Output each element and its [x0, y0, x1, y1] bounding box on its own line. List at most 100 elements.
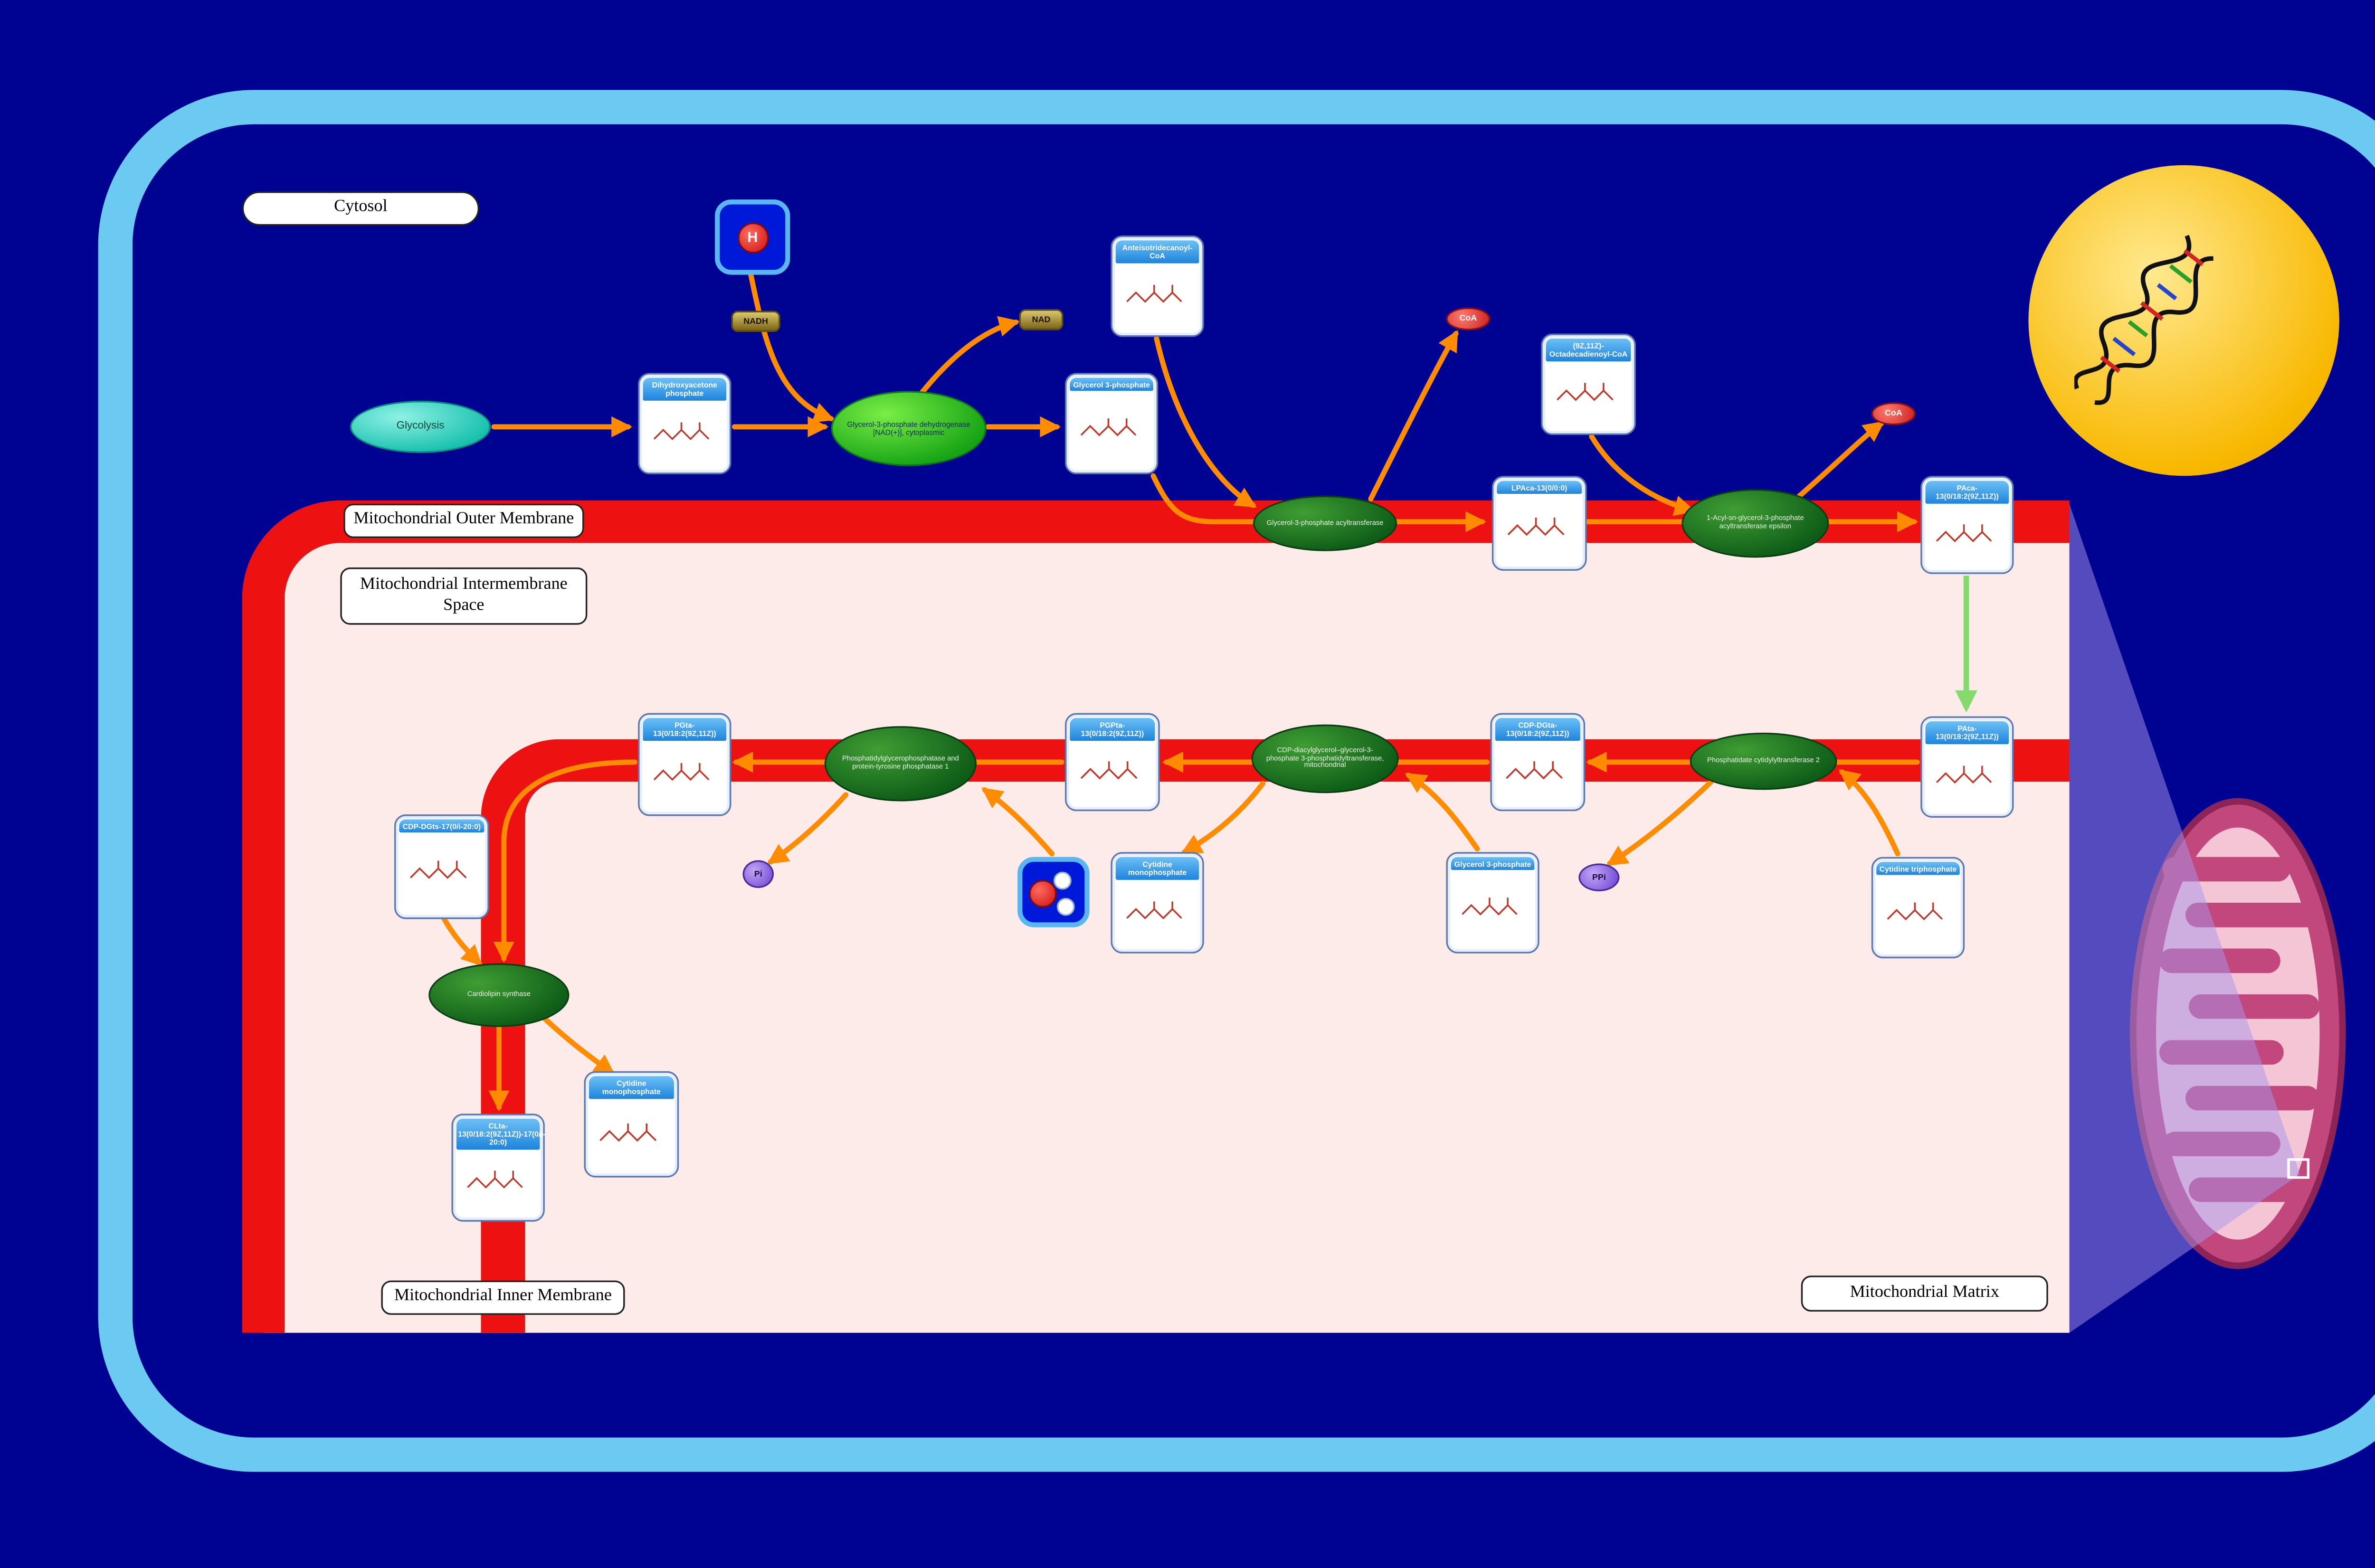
inner-membrane-region: [481, 739, 2070, 1333]
structure-thumbnail-icon: [1462, 897, 1518, 916]
cofactor-pi-label: Pi: [754, 869, 762, 879]
cofactor-coa-1[interactable]: CoA: [1446, 307, 1491, 331]
metabolite-g3p-matrix-label: Glycerol 3-phosphate: [1451, 857, 1535, 871]
metabolite-cdp-dg-2[interactable]: CDP-DGts-17(0/i-20:0): [394, 814, 489, 919]
metabolite-cmp-label: Cytidine monophosphate: [1115, 857, 1199, 880]
label-outer-membrane: Mitochondrial Outer Membrane: [343, 503, 584, 538]
hydrogen-ion-node[interactable]: H: [714, 199, 790, 275]
enzyme-gpd-label: Glycerol-3-phosphate dehydrogenase [NAD(…: [847, 420, 970, 437]
cofactor-ppi[interactable]: PPi: [1578, 863, 1620, 891]
metabolite-pa-cytosolic[interactable]: PAca-13(0/18:2(9Z,11Z)): [1920, 476, 2014, 574]
metabolite-lpa[interactable]: LPAca-13(0/0:0): [1492, 476, 1587, 571]
oxygen-atom-icon: [1029, 879, 1057, 907]
label-matrix-text: Mitochondrial Matrix: [1850, 1284, 1999, 1302]
metabolite-pgp[interactable]: PGPta-13(0/18:2(9Z,11Z)): [1064, 713, 1160, 812]
structure-thumbnail-icon: [1936, 766, 1992, 784]
metabolite-pgp-structure: [1070, 740, 1155, 806]
metabolite-dhap-structure: [643, 400, 726, 469]
enzyme-pgs1-label: CDP-diacylglycerol–glycerol-3-phosphate …: [1266, 745, 1384, 770]
structure-thumbnail-icon: [467, 1171, 523, 1190]
nucleus: [2028, 165, 2339, 476]
structure-thumbnail-icon: [654, 423, 710, 441]
metabolite-g3p[interactable]: Glycerol 3-phosphate: [1064, 373, 1159, 474]
metabolite-ctp[interactable]: Cytidine triphosphate: [1871, 857, 1965, 959]
metabolite-ctp-label: Cytidine triphosphate: [1876, 861, 1960, 876]
metabolite-cmp-2-structure: [589, 1099, 674, 1173]
label-outer-membrane-text: Mitochondrial Outer Membrane: [353, 511, 574, 529]
enzyme-crls1[interactable]: Cardiolipin synthase: [428, 963, 570, 1027]
cofactor-coa-2-label: CoA: [1884, 408, 1902, 419]
structure-thumbnail-icon: [1081, 761, 1138, 779]
label-inner-membrane-text: Mitochondrial Inner Membrane: [394, 1287, 612, 1306]
metabolite-pg-label: PGta-13(0/18:2(9Z,11Z)): [643, 718, 727, 741]
metabolite-cdp-dg-label: CDP-DGta-13(0/18:2(9Z,11Z)): [1495, 718, 1580, 741]
hydrogen-atom-icon: [1056, 897, 1075, 915]
metabolite-pa-inner-structure: [1925, 744, 2009, 812]
cofactor-nad[interactable]: NAD: [1019, 309, 1064, 331]
label-inner-membrane: Mitochondrial Inner Membrane: [381, 1280, 625, 1315]
structure-thumbnail-icon: [1557, 383, 1614, 402]
label-cytosol-text: Cytosol: [334, 198, 388, 217]
metabolite-cmp[interactable]: Cytidine monophosphate: [1111, 852, 1204, 954]
metabolite-octadeca-coa-structure: [1546, 361, 1631, 430]
metabolite-octadeca-coa-label: (9Z,11Z)-Octadecadienoyl-CoA: [1546, 338, 1631, 361]
label-intermembrane-space-text: Mitochondrial Intermembrane Space: [360, 576, 568, 614]
water-node[interactable]: [1017, 857, 1090, 927]
metabolite-cardiolipin-structure: [456, 1150, 540, 1217]
metabolite-anteiso-coa-structure: [1116, 263, 1199, 332]
hydrogen-atom-icon: [1053, 870, 1072, 889]
structure-thumbnail-icon: [1080, 418, 1137, 436]
water-molecule-icon: [1026, 868, 1081, 916]
cofactor-nadh[interactable]: NADH: [731, 311, 780, 332]
metabolite-cmp-2[interactable]: Cytidine monophosphate: [584, 1071, 679, 1178]
enzyme-ptpmt1-label: Phosphatidylglycerophosphatase and prote…: [842, 754, 959, 771]
metabolite-pa-inner-membrane[interactable]: PAta-13(0/18:2(9Z,11Z)): [1920, 716, 2014, 818]
enzyme-cds2[interactable]: Phosphatidate cytidylyltransferase 2: [1690, 732, 1837, 790]
metabolite-pg[interactable]: PGta-13(0/18:2(9Z,11Z)): [638, 713, 732, 816]
label-matrix: Mitochondrial Matrix: [1801, 1275, 2048, 1312]
metabolite-pa-cyto-structure: [1925, 503, 2009, 569]
enzyme-cds2-label: Phosphatidate cytidylyltransferase 2: [1707, 756, 1820, 764]
cofactor-nadh-label: NADH: [743, 316, 768, 327]
cofactor-coa-2[interactable]: CoA: [1871, 402, 1916, 425]
label-intermembrane-space: Mitochondrial Intermembrane Space: [340, 567, 588, 625]
enzyme-crls1-label: Cardiolipin synthase: [467, 989, 531, 998]
cofactor-nad-label: NAD: [1032, 314, 1051, 325]
metabolite-g3p-matrix[interactable]: Glycerol 3-phosphate: [1446, 852, 1539, 954]
metabolite-cmp-2-label: Cytidine monophosphate: [589, 1076, 674, 1099]
metabolite-dhap[interactable]: Dihydroxyacetone phosphate: [638, 373, 732, 474]
structure-thumbnail-icon: [1126, 902, 1182, 920]
enzyme-pgs1[interactable]: CDP-diacylglycerol–glycerol-3-phosphate …: [1251, 724, 1399, 793]
metabolite-ctp-structure: [1876, 876, 1960, 954]
metabolite-cdp-dg[interactable]: CDP-DGta-13(0/18:2(9Z,11Z)): [1490, 713, 1586, 812]
cofactor-pi[interactable]: Pi: [742, 860, 774, 888]
cofactor-coa-1-label: CoA: [1459, 314, 1477, 324]
metabolite-pg-structure: [643, 740, 726, 811]
metabolite-g3p-label: Glycerol 3-phosphate: [1070, 378, 1153, 392]
metabolite-cardiolipin[interactable]: CLta-13(0/18:2(9Z,11Z))-17(0/i-20:0): [451, 1114, 545, 1222]
structure-thumbnail-icon: [1506, 761, 1563, 779]
metabolite-cdp-dg-2-structure: [399, 833, 484, 914]
enzyme-agpat-label: 1-Acyl-sn-glycerol-3-phosphate acyltrans…: [1706, 513, 1804, 530]
enzyme-ptpmt1[interactable]: Phosphatidylglycerophosphatase and prote…: [824, 726, 977, 802]
metabolite-g3p-structure: [1070, 391, 1153, 469]
pathway-node-glycolysis-label: Glycolysis: [396, 420, 445, 433]
dna-icon: [2074, 235, 2214, 405]
metabolite-cdp-dg-2-label: CDP-DGts-17(0/i-20:0): [399, 819, 484, 833]
metabolite-octadecadienoyl-coa[interactable]: (9Z,11Z)-Octadecadienoyl-CoA: [1541, 333, 1636, 435]
hydrogen-ion-label: H: [747, 229, 758, 246]
metabolite-anteisotridecanoyl-coa[interactable]: Anteisotridecanoyl-CoA: [1111, 235, 1204, 337]
enzyme-gpd[interactable]: Glycerol-3-phosphate dehydrogenase [NAD(…: [831, 391, 987, 466]
enzyme-gpat[interactable]: Glycerol-3-phosphate acyltransferase: [1253, 495, 1397, 551]
metabolite-anteiso-coa-label: Anteisotridecanoyl-CoA: [1115, 240, 1199, 263]
metabolite-dhap-label: Dihydroxyacetone phosphate: [643, 378, 727, 401]
structure-thumbnail-icon: [410, 861, 467, 880]
metabolite-pa-inner-label: PAta-13(0/18:2(9Z,11Z)): [1925, 721, 2009, 744]
pathway-node-glycolysis[interactable]: Glycolysis: [350, 400, 491, 453]
enzyme-agpat[interactable]: 1-Acyl-sn-glycerol-3-phosphate acyltrans…: [1682, 489, 1829, 558]
metabolite-cdp-dg-structure: [1495, 740, 1580, 806]
structure-thumbnail-icon: [1887, 902, 1943, 920]
hydrogen-ion-icon: H: [737, 221, 768, 253]
